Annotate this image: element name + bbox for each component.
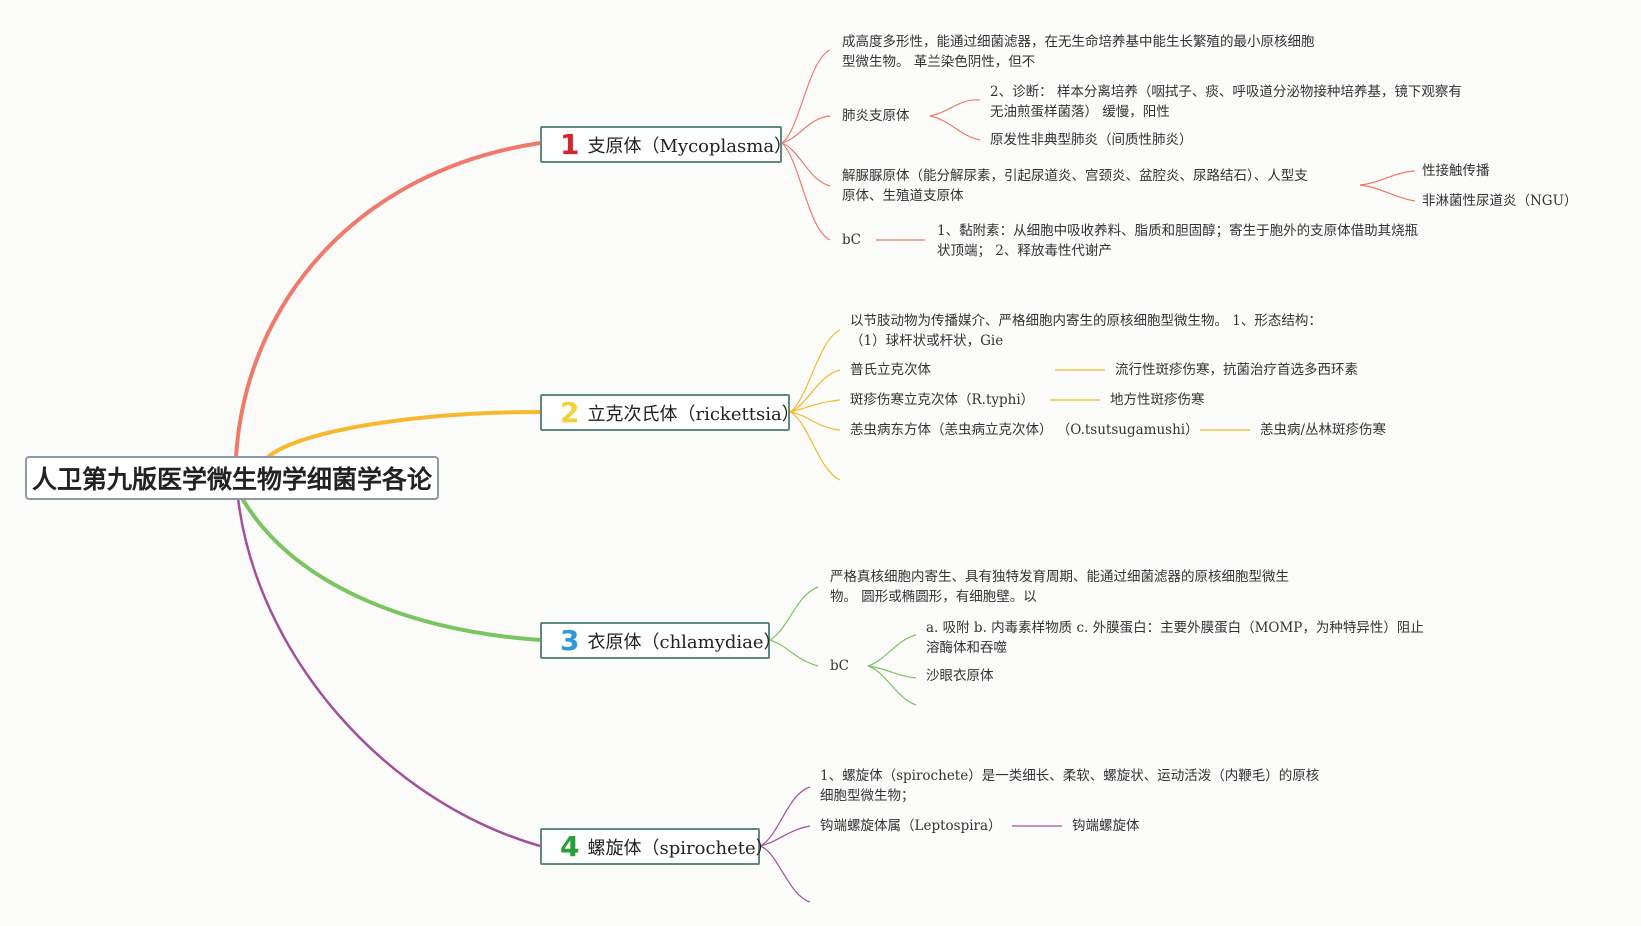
rickettsia-prowazekii[interactable]: 普氏立克次体 <box>850 362 931 378</box>
chlamydiae-pathogenesis[interactable]: a. 吸附 b. 内毒素样物质 c. 外膜蛋白：主要外膜蛋白（MOMP，为种特异… <box>926 618 1424 658</box>
main-connector-mycoplasma <box>234 141 541 458</box>
ureaplasma-group[interactable]: 解脲脲原体（能分解尿素，引起尿道炎、宫颈炎、盆腔炎、尿路结石）、人型支 原体、生… <box>842 166 1308 206</box>
branch-rickettsia[interactable]: 2 立克次氏体（rickettsia） <box>540 394 800 431</box>
text-line: 溶酶体和吞噬 <box>926 640 1007 656</box>
branch-title: 支原体（Mycoplasma） <box>587 135 793 157</box>
mycoplasma-bc[interactable]: bC <box>842 232 861 248</box>
number-two-badge: 2 <box>560 395 580 429</box>
chlamydiae-bc[interactable]: bC <box>830 658 849 674</box>
mycoplasma-pathogenesis[interactable]: 1、黏附素：从细胞中吸收养料、脂质和胆固醇；寄生于胞外的支原体借助其烧瓶 状顶端… <box>937 221 1418 261</box>
chlamydia-trachomatis[interactable]: 沙眼衣原体 <box>926 668 994 684</box>
pneumoniae-diagnosis[interactable]: 2、诊断： 样本分离培养（咽拭子、痰、呼吸道分泌物接种培养基，镜下观察有 无油煎… <box>990 82 1462 122</box>
root-title: 人卫第九版医学微生物学细菌学各论 <box>31 465 432 494</box>
leptospira-genus[interactable]: 钩端螺旋体属（Leptospira） <box>820 818 1002 834</box>
sexual-transmission[interactable]: 性接触传播 <box>1422 163 1490 179</box>
text-line: 物。 圆形或椭圆形，有细胞壁。以 <box>830 589 1037 605</box>
mycoplasma-definition[interactable]: 成高度多形性，能通过细菌滤器，在无生命培养基中能生长繁殖的最小原核细胞 型微生物… <box>842 32 1315 72</box>
text-line: 解脲脲原体（能分解尿素，引起尿道炎、宫颈炎、盆腔炎、尿路结石）、人型支 <box>842 168 1308 184</box>
rickettsia-definition[interactable]: 以节肢动物为传播媒介、严格细胞内寄生的原核细胞型微生物。 1、形态结构： （1）… <box>850 311 1322 351</box>
text-line: 状顶端； 2、释放毒性代谢产 <box>937 243 1112 259</box>
text-line: 1、螺旋体（spirochete）是一类细长、柔软、螺旋状、运动活泼（内鞭毛）的… <box>820 768 1320 784</box>
text-line: 以节肢动物为传播媒介、严格细胞内寄生的原核细胞型微生物。 1、形态结构： <box>850 313 1322 329</box>
atypical-pneumonia[interactable]: 原发性非典型肺炎（间质性肺炎） <box>990 132 1193 148</box>
branch-spirochete[interactable]: 4 螺旋体（spirochete） <box>540 828 774 865</box>
root-topic[interactable]: 人卫第九版医学微生物学细菌学各论 <box>25 456 439 500</box>
number-one-badge: 1 <box>560 127 580 161</box>
rickettsia-typhi[interactable]: 斑疹伤寒立克次体（R.typhi） <box>850 392 1035 408</box>
text-line: 成高度多形性，能通过细菌滤器，在无生命培养基中能生长繁殖的最小原核细胞 <box>842 34 1315 50</box>
text-line: 原体、生殖道支原体 <box>842 188 964 204</box>
branch-title: 衣原体（chlamydiae） <box>587 631 782 653</box>
endemic-typhus[interactable]: 地方性斑疹伤寒 <box>1110 392 1205 408</box>
leptospira-species[interactable]: 钩端螺旋体 <box>1072 818 1140 834</box>
text-line: a. 吸附 b. 内毒素样物质 c. 外膜蛋白：主要外膜蛋白（MOMP，为种特异… <box>926 620 1424 636</box>
chlamydiae-definition[interactable]: 严格真核细胞内寄生、具有独特发育周期、能通过细菌滤器的原核细胞型微生 物。 圆形… <box>830 567 1289 607</box>
number-three-badge: 3 <box>560 623 580 657</box>
ngu-disease[interactable]: 非淋菌性尿道炎（NGU） <box>1422 193 1578 209</box>
branch-title: 螺旋体（spirochete） <box>587 837 774 859</box>
branch-title: 立克次氏体（rickettsia） <box>587 403 800 425</box>
orientia-tsutsugamushi[interactable]: 恙虫病东方体（恙虫病立克次体） （O.tsutsugamushi） <box>850 422 1199 438</box>
branch-mycoplasma[interactable]: 1 支原体（Mycoplasma） <box>540 126 792 163</box>
main-connector-chlamydiae <box>240 496 541 642</box>
main-connector-rickettsia <box>266 410 541 459</box>
text-line: 无油煎蛋样菌落） 缓慢，阳性 <box>990 104 1170 120</box>
text-line: （1）球杆状或杆状，Gie <box>850 333 1004 349</box>
text-line: 型微生物。 革兰染色阴性，但不 <box>842 54 1036 70</box>
number-four-badge: 4 <box>560 829 580 863</box>
branch-chlamydiae[interactable]: 3 衣原体（chlamydiae） <box>540 622 782 659</box>
text-line: 细胞型微生物； <box>820 788 915 804</box>
scrub-typhus[interactable]: 恙虫病/丛林斑疹伤寒 <box>1260 422 1387 438</box>
main-connector-spirochete <box>236 497 541 848</box>
spirochete-definition[interactable]: 1、螺旋体（spirochete）是一类细长、柔软、螺旋状、运动活泼（内鞭毛）的… <box>820 766 1319 806</box>
text-line: 1、黏附素：从细胞中吸收养料、脂质和胆固醇；寄生于胞外的支原体借助其烧瓶 <box>937 223 1419 239</box>
text-line: 2、诊断： 样本分离培养（咽拭子、痰、呼吸道分泌物接种培养基，镜下观察有 <box>990 84 1462 100</box>
text-line: 严格真核细胞内寄生、具有独特发育周期、能通过细菌滤器的原核细胞型微生 <box>830 569 1289 585</box>
mycoplasma-pneumoniae[interactable]: 肺炎支原体 <box>842 108 910 124</box>
epidemic-typhus[interactable]: 流行性斑疹伤寒，抗菌治疗首选多西环素 <box>1115 362 1358 378</box>
